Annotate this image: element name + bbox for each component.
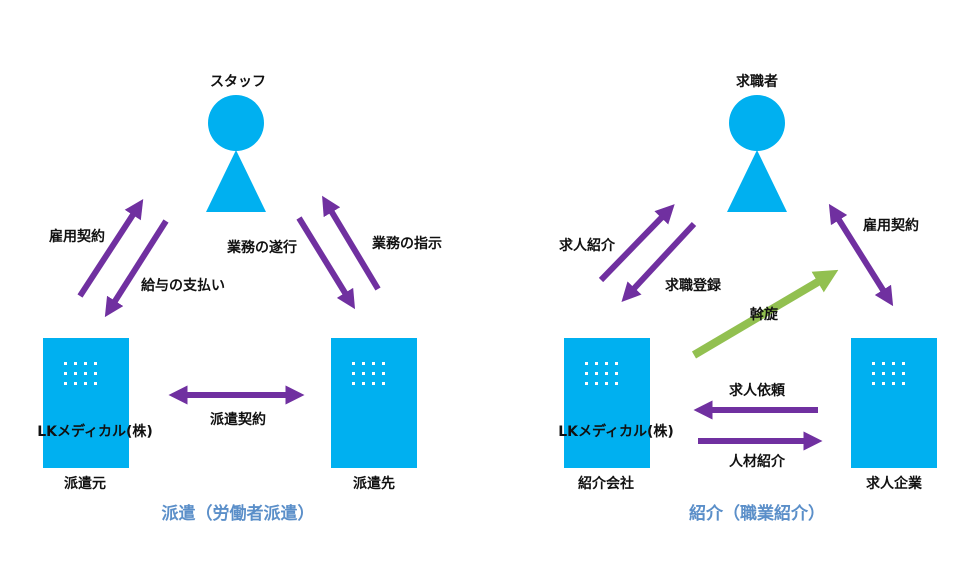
left-person-label: スタッフ	[210, 74, 266, 90]
talent-introduction-label: 人材紹介	[729, 453, 786, 470]
right-caption: 紹介（職業紹介）	[689, 503, 825, 524]
left-person-icon	[206, 95, 266, 212]
dispatch-contract-label: 派遣契約	[210, 411, 266, 428]
work-execution-label: 業務の遂行	[226, 239, 297, 256]
right-employment-contract-label: 雇用契約	[863, 217, 919, 234]
job-registration-arrow	[621, 221, 697, 303]
job-introduction-label: 求人紹介	[559, 237, 616, 254]
left-caption: 派遣（労働者派遣）	[162, 503, 315, 524]
employment-contract-arrow	[77, 198, 144, 298]
dispatch-origin-label: 派遣元	[64, 475, 106, 492]
employer-building-icon	[851, 338, 937, 468]
job-registration-label: 求職登録	[665, 277, 722, 294]
agency-building-icon	[564, 338, 650, 468]
agency-window-dots	[585, 362, 618, 385]
left-company-name: LKメディカル(株)	[37, 423, 153, 440]
work-instruction-label: 業務の指示	[371, 235, 442, 252]
salary-payment-arrow	[104, 219, 169, 318]
dispatch-destination-window-dots	[352, 362, 385, 385]
right-company-name: LKメディカル(株)	[558, 423, 674, 440]
employer-label: 求人企業	[866, 475, 923, 492]
dispatch-destination-building-icon	[331, 338, 417, 468]
left-employment-contract-label: 雇用契約	[49, 228, 105, 245]
dispatch-destination-label: 派遣先	[353, 475, 395, 492]
agency-label: 紹介会社	[578, 475, 634, 492]
work-execution-arrow	[296, 216, 356, 310]
dispatch-origin-window-dots	[64, 362, 97, 385]
job-request-label: 求人依頼	[729, 382, 786, 399]
mediation-label: 斡旋	[750, 306, 779, 323]
job-introduction-arrow	[598, 204, 675, 283]
mediation-arrow	[691, 269, 839, 359]
right-person-label: 求職者	[736, 73, 778, 90]
salary-payment-label: 給与の支払い	[141, 277, 225, 294]
work-instruction-arrow	[322, 195, 381, 291]
right-person-icon	[727, 95, 787, 212]
dispatch-origin-building-icon	[43, 338, 129, 468]
employer-window-dots	[872, 362, 905, 385]
right-employment-contract-arrow	[828, 203, 894, 307]
